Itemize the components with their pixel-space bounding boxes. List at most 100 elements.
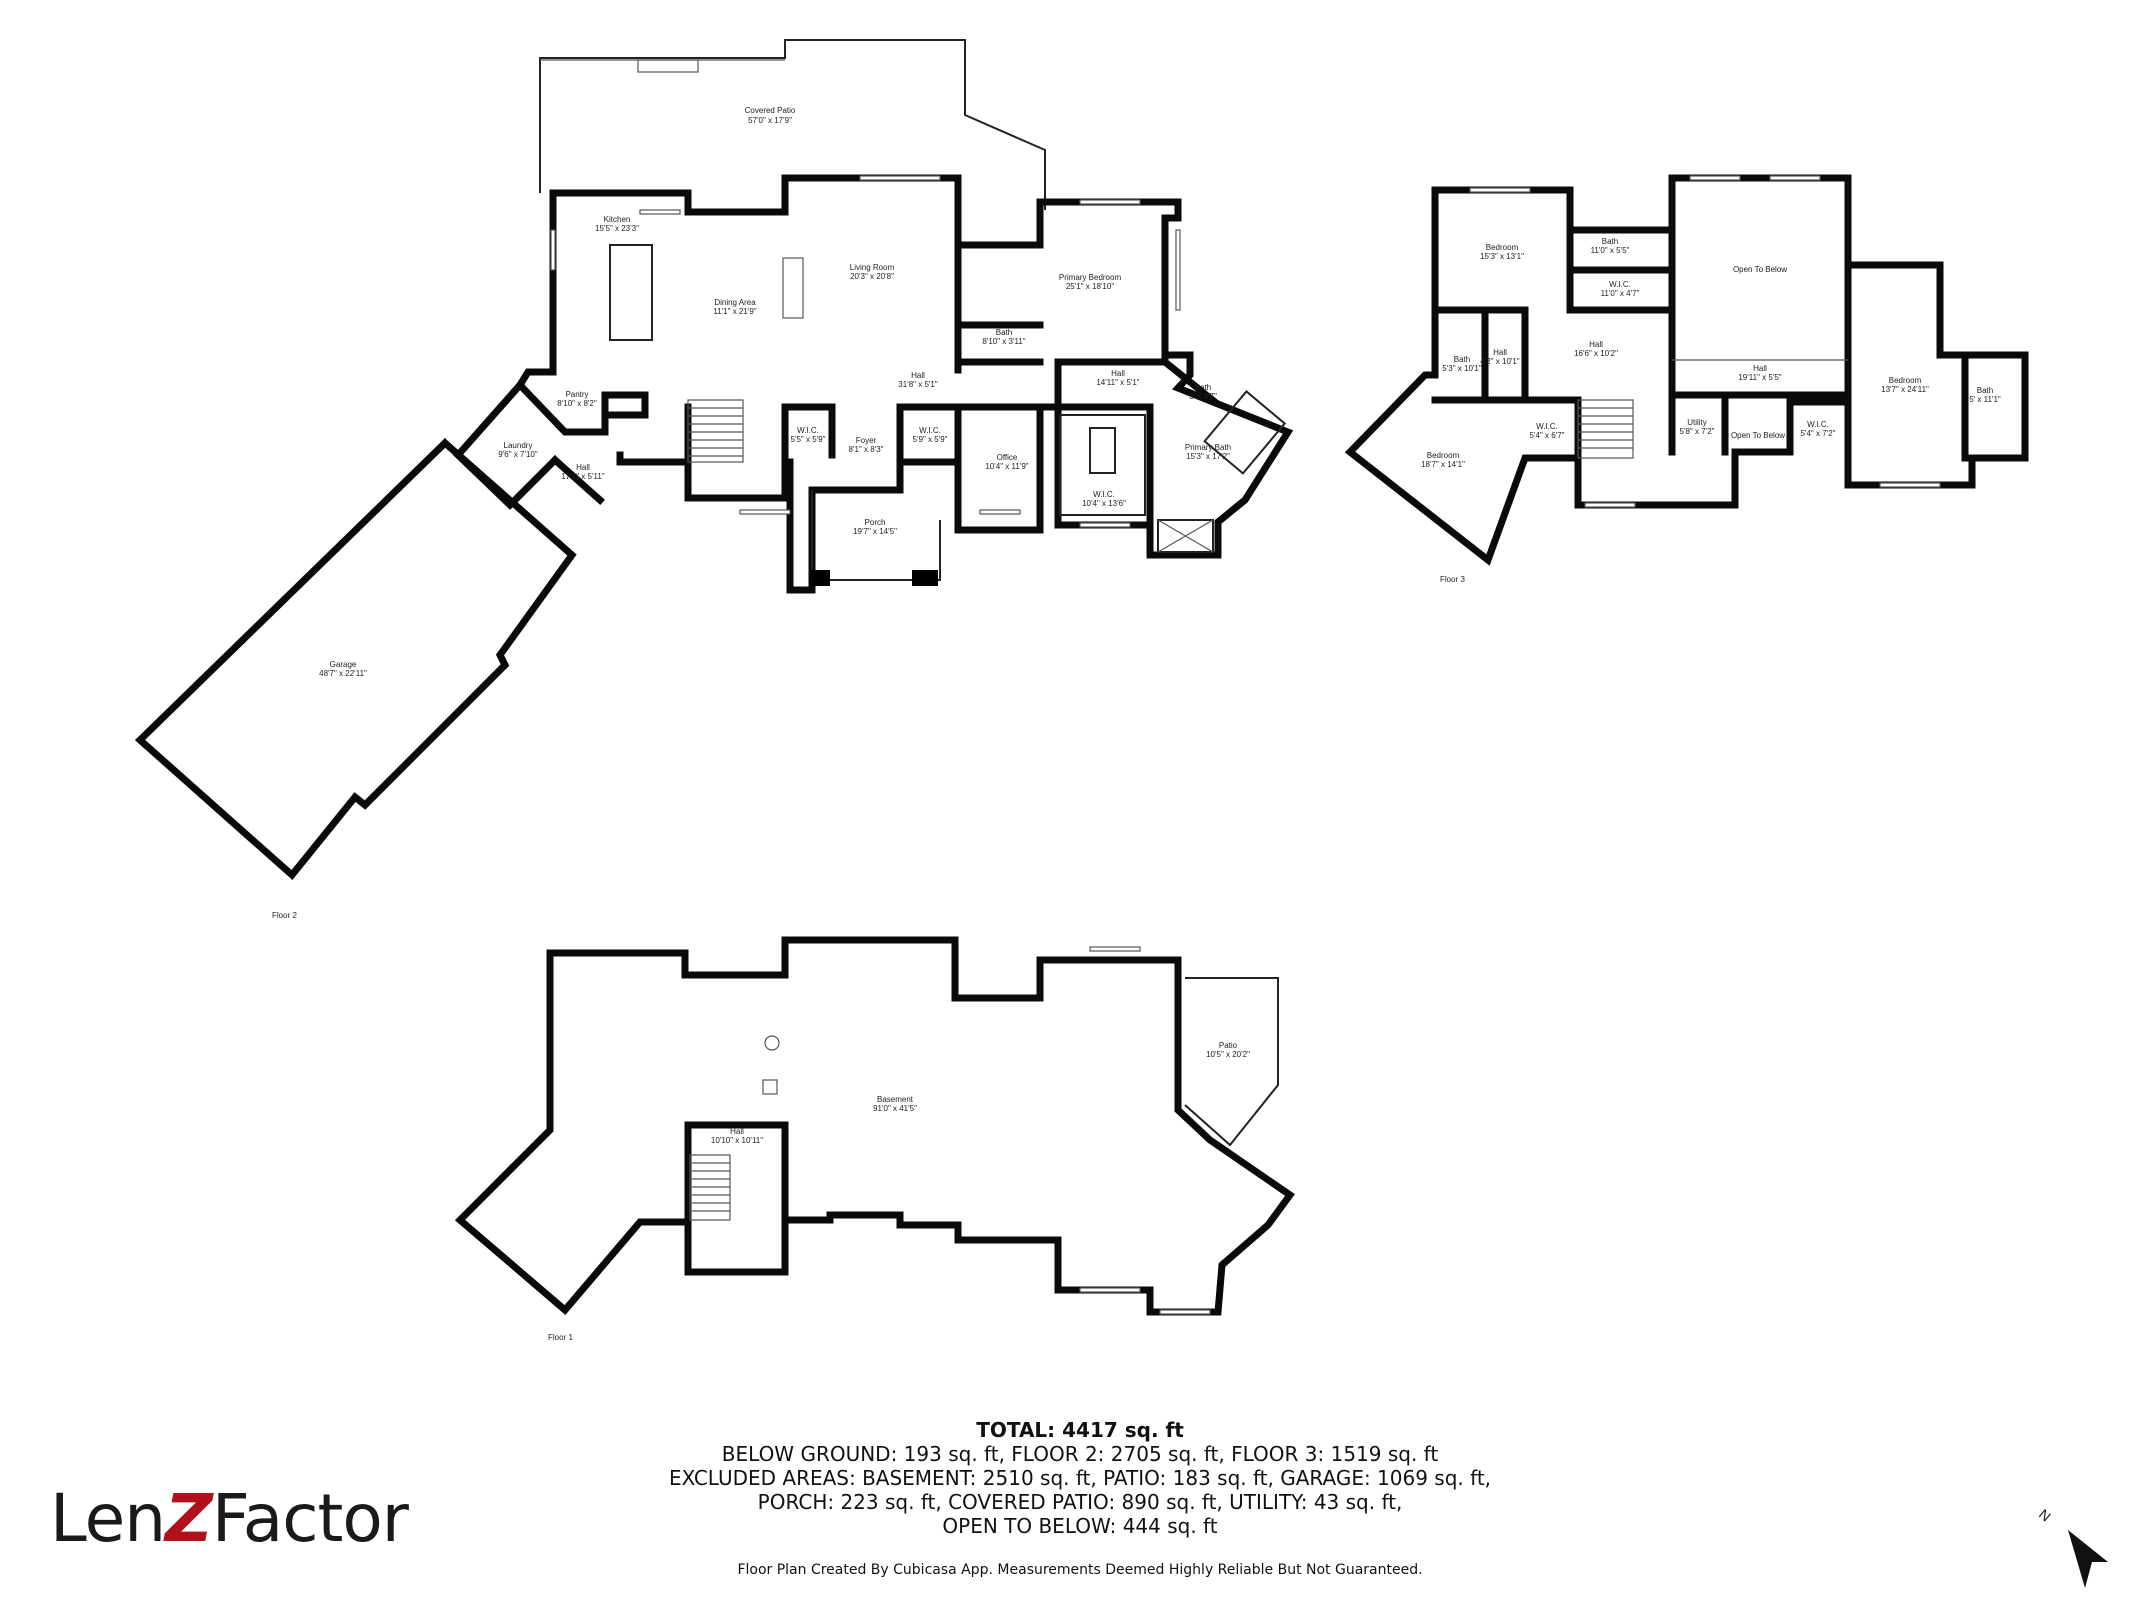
covered-patio-dims: 57'0" x 17'9" [748,116,792,125]
f3-bath-c-label: Bath [1977,386,1993,395]
hall-a-dims: 31'8" x 5'1" [898,380,938,389]
sump-cover [762,1079,778,1095]
porch-label: Porch [865,518,886,527]
garage-dims: 48'7" x 22'11" [319,669,367,678]
porch-post [810,570,830,586]
wic-island [1089,427,1116,474]
total-area: TOTAL: 4417 sq. ft [976,1418,1184,1442]
basement-walls [454,936,1295,1316]
floor-3-plan: Bedroom 15'3" x 13'1" Bath 11'0" x 5'5" … [1344,174,2029,584]
bathtub [1203,390,1287,475]
disclaimer: Floor Plan Created By Cubicasa App. Meas… [737,1562,1423,1578]
shower [1157,519,1214,553]
f3-wic-c-dims: 5'4" x 7'2" [1801,429,1836,438]
floor-2-plan: Covered Patio 57'0" x 17'9" Kitchen 15'5… [134,39,1294,920]
excluded-areas-line: OPEN TO BELOW: 444 sq. ft [942,1514,1218,1538]
foyer-label: Foyer [856,436,877,445]
stairs [1577,399,1634,459]
f3-bedroom-a-label: Bedroom [1486,243,1519,252]
pantry-laundry-walls [515,368,649,436]
f3-wic-b-label: W.I.C. [1536,422,1558,431]
f3-bedroom-b-dims: 13'7" x 24'11" [1881,385,1929,394]
floor-1-label: Floor 1 [548,1333,573,1342]
stairs [687,399,744,463]
living-label: Living Room [850,263,895,272]
kitchen-island [609,244,653,341]
excluded-areas-line: EXCLUDED AREAS: BASEMENT: 2510 sq. ft, P… [668,1466,1492,1490]
lenzfactor-logo: LenZFactor [50,1480,409,1560]
f3-utility-label: Utility [1687,418,1707,427]
primary-bedroom-dims: 25'1" x 18'10" [1066,282,1114,291]
north-label: N [2036,1506,2054,1525]
living-dims: 20'3" x 20'8" [850,272,894,281]
wic-b-label: W.I.C. [919,426,941,435]
window [1879,482,1941,488]
covered-patio-outline [539,39,1046,210]
primary-bath-label: Primary Bath [1185,443,1231,452]
f3-open-below-b-label: Open To Below [1731,431,1785,440]
basement-label: Basement [877,1095,914,1104]
f3-wic-b-dims: 5'4" x 6'7" [1530,431,1565,440]
stairs [689,1154,731,1221]
window [1469,187,1531,193]
f1-hall-dims: 10'10" x 10'11" [711,1136,763,1145]
f3-utility-dims: 5'8" x 7'2" [1680,427,1715,436]
hall-c-label: Hall [576,463,590,472]
logo-z: Z [165,1480,213,1557]
window [979,509,1021,515]
window [1089,946,1141,952]
patio-fireplace [637,59,699,73]
f3-hall-c-dims: 19'11" x 5'5" [1738,373,1781,382]
bath-b-dims: 3' x 4'7" [1189,392,1217,401]
f3-bedroom-c-label: Bedroom [1427,451,1460,460]
north-arrow-icon: N [2036,1506,2108,1588]
window [1175,229,1181,311]
area-totals: TOTAL: 4417 sq. ft BELOW GROUND: 193 sq.… [600,1418,1560,1538]
f3-open-below-a-label: Open To Below [1733,265,1787,274]
hall-b-dims: 14'11" x 5'1" [1096,378,1139,387]
f3-bath-a-dims: 11'0" x 5'5" [1591,246,1630,255]
patio-label: Patio [1219,1041,1238,1050]
logo-text: Len [50,1480,166,1557]
porch-dims: 19'7" x 14'5" [853,527,897,536]
office-dims: 10'4" x 11'9" [985,462,1028,471]
wic-a-dims: 5'5" x 5'9" [791,435,826,444]
f3-hall-c-label: Hall [1753,364,1767,373]
window [1079,522,1131,528]
window [739,509,791,515]
wic-b-dims: 5'9" x 5'9" [913,435,948,444]
hall-c-wall [550,455,605,505]
bath-b-label: Bath [1195,383,1211,392]
basement-dims: 91'0" x 41'5" [873,1104,917,1113]
f3-hall-b-label: Hall [1589,340,1603,349]
window [1769,175,1821,181]
garage-walls [134,438,577,881]
f3-bedroom-c-dims: 18'7" x 14'1" [1421,460,1465,469]
office-label: Office [997,453,1018,462]
wic-c-label: W.I.C. [1093,490,1115,499]
dining-label: Dining Area [714,298,756,307]
bath-a-label: Bath [996,328,1012,337]
foyer-dims: 8'1" x 8'3" [849,445,884,454]
wic-cabinets [1059,414,1146,516]
f3-bath-c-dims: 5' x 11'1" [1969,395,2001,404]
f3-hall-a-label: Hall [1493,348,1507,357]
f1-hall-label: Hall [730,1127,744,1136]
floor-drain [764,1035,780,1051]
floor-3-label: Floor 3 [1440,575,1465,584]
f3-bath-b-dims: 5'3" x 10'1" [1442,364,1482,373]
hall-a-label: Hall [911,371,925,380]
excluded-areas-line: PORCH: 223 sq. ft, COVERED PATIO: 890 sq… [757,1490,1403,1514]
f3-bedroom-b-label: Bedroom [1889,376,1922,385]
window [1079,199,1141,205]
hall-walls [684,1121,789,1226]
f3-hall-a-dims: 4'2" x 10'1" [1480,357,1520,366]
laundry-dims: 9'6" x 7'10" [498,450,538,459]
floor-1-plan: Basement 91'0" x 41'5" Patio 10'5" x 20'… [454,936,1295,1342]
wic-a-label: W.I.C. [797,426,819,435]
patio-dims: 10'5" x 20'2" [1206,1050,1250,1059]
bath-a-dims: 8'10" x 3'11" [982,337,1025,346]
window [1689,175,1741,181]
kitchen-label: Kitchen [604,215,631,224]
